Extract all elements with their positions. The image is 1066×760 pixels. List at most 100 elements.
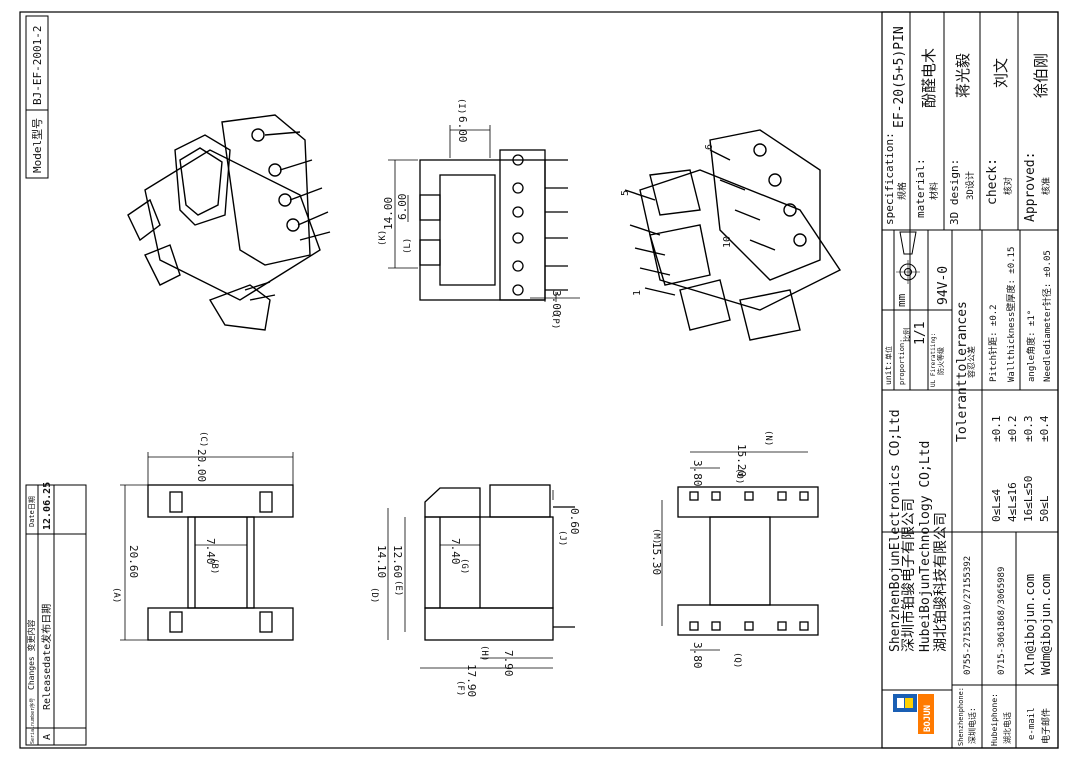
proportion-value: 1/1 bbox=[913, 322, 928, 345]
dim-N-value: 15.20 bbox=[735, 444, 748, 477]
pin-label-5: 5 bbox=[620, 190, 631, 196]
changes-row-content: Releasedate发布日期 bbox=[40, 604, 53, 710]
company-hb-cn: 湖北铂骏科技有限公司 bbox=[933, 512, 949, 652]
logo-text: BOJUN bbox=[923, 705, 933, 732]
tol-value-4: ±0.4 bbox=[1038, 415, 1051, 442]
dim-B-label: (B) bbox=[209, 558, 219, 574]
dim-E-label: (E) bbox=[393, 580, 403, 596]
changes-table: Serialnumber序号 Changes 变更内容 Date日期 A Rel… bbox=[25, 482, 87, 746]
dim-M-label: (M) bbox=[651, 528, 661, 544]
dim-A-label: (A) bbox=[111, 587, 121, 603]
pin-label-10: 10 bbox=[722, 236, 733, 248]
tolerances-cn: 容忍公差 bbox=[966, 346, 976, 378]
check-label: check: bbox=[985, 158, 1000, 205]
dim-F-label: (F) bbox=[455, 680, 465, 696]
side-view-dims bbox=[388, 125, 580, 302]
dim-H-value: 7.90 bbox=[502, 650, 515, 677]
side-view bbox=[419, 149, 568, 301]
check-value: 刘文 bbox=[992, 58, 1010, 88]
isometric-view-2 bbox=[624, 129, 842, 341]
proportion-cn: 比例 bbox=[902, 328, 911, 342]
email-label: e-mail bbox=[1027, 707, 1037, 740]
tol-needle: Needlediameter针径: ±0.05 bbox=[1041, 250, 1053, 382]
projection-symbol-icon bbox=[896, 231, 920, 284]
sz-phone-cn: 深圳电话: bbox=[967, 707, 977, 744]
hb-phone: 0715-3061868/3065989 bbox=[997, 567, 1007, 675]
unit-value: mm bbox=[895, 293, 908, 307]
dim-D-value: 14.10 bbox=[375, 545, 388, 578]
company-sz-cn: 深圳市铂骏电子有限公司 bbox=[900, 498, 917, 652]
dim-I-label: (I) bbox=[456, 98, 466, 114]
dim-Q-value: 3.80 bbox=[691, 642, 704, 669]
unit-label: unit: bbox=[884, 361, 893, 385]
dim-K-label: (K) bbox=[378, 230, 388, 246]
dim-P-value: 3.00 bbox=[550, 290, 563, 317]
sz-phone: 0755-27155110/27155392 bbox=[963, 556, 973, 675]
unit-cn: 单位 bbox=[884, 346, 893, 360]
approved-cn: 核准 bbox=[1040, 177, 1052, 195]
approved-value: 徐伯刚 bbox=[1032, 53, 1050, 98]
top-view bbox=[677, 486, 819, 636]
dim-J-label: (J) bbox=[557, 530, 567, 546]
dim-J-value: 0.60 bbox=[568, 508, 581, 535]
dim-N-label: (N) bbox=[763, 430, 773, 446]
changes-row-date: 12.06.25 bbox=[42, 482, 53, 530]
proportion-label: proportion: bbox=[898, 339, 906, 385]
tol-range-2: 4≤L≤16 bbox=[1006, 482, 1019, 522]
tol-pitch: Pitch针距: ±0.2 bbox=[987, 304, 999, 382]
fire-cn: 防火等级 bbox=[936, 347, 945, 375]
dim-C-label: (C) bbox=[198, 431, 208, 447]
spec-value: EF-20(5+5)PIN bbox=[892, 26, 907, 128]
dim-H-label: (H) bbox=[479, 645, 489, 661]
tol-range-1: 0≤L≤4 bbox=[990, 489, 1003, 522]
dim-O-label: (O) bbox=[734, 468, 744, 484]
design-label: 3D design: bbox=[948, 159, 961, 225]
email-cn: 电子邮件 bbox=[1040, 708, 1052, 744]
changes-col-content: Changes 变更内容 bbox=[26, 619, 36, 690]
bojun-logo: BOJUN bbox=[893, 694, 934, 734]
bottom-view-dims bbox=[120, 452, 294, 641]
dim-G-value: 7.40 bbox=[449, 538, 462, 565]
design-value: 蒋光毅 bbox=[954, 53, 972, 98]
company-hb-en: HubeiBojunTechnology CO;Ltd bbox=[918, 441, 933, 652]
tol-wall: Wallthickness壁厚度: ±0.15 bbox=[1005, 247, 1017, 382]
tol-range-4: 50≤L bbox=[1038, 495, 1051, 522]
dim-K-value: 14.00 bbox=[382, 197, 395, 230]
pin-label-1: 1 bbox=[632, 290, 643, 296]
material-value: 酚醛电木 bbox=[920, 48, 938, 108]
spec-cn: 规格 bbox=[896, 182, 908, 200]
dim-L-label: (L) bbox=[403, 238, 413, 254]
model-box: Model型号 BJ-EF-2001-2 bbox=[25, 15, 49, 179]
title-block: specification: 规格 EF-20(5+5)PIN material… bbox=[881, 11, 1059, 749]
changes-row-serial: A bbox=[42, 734, 53, 740]
dim-G-label: (G) bbox=[459, 558, 469, 574]
sz-phone-label: Shenzhenphone: bbox=[957, 687, 965, 746]
dim-F-value: 17.90 bbox=[465, 664, 478, 697]
dim-L-value: 6.00 bbox=[396, 194, 409, 221]
changes-col-date: Date日期 bbox=[28, 496, 36, 527]
design-cn: 3D设计 bbox=[964, 171, 976, 200]
email-2: Wdm@ibojun.com bbox=[1039, 574, 1053, 675]
material-label: material: bbox=[914, 158, 927, 218]
tol-range-3: 16≤L≤50 bbox=[1022, 476, 1035, 522]
spec-label: specification: bbox=[883, 132, 896, 225]
dim-A-value: 20.60 bbox=[127, 545, 140, 578]
pin-label-6: 6 bbox=[704, 144, 715, 150]
dim-C-value: 20.00 bbox=[195, 449, 208, 482]
fire-value: 94V-0 bbox=[936, 266, 951, 305]
hb-phone-cn: 湖北电话 bbox=[1002, 712, 1012, 744]
isometric-view-1 bbox=[127, 114, 331, 331]
front-view bbox=[424, 484, 575, 641]
model-value: BJ-EF-2001-2 bbox=[31, 26, 44, 105]
model-label: Model型号 bbox=[30, 118, 44, 173]
dim-I-value: 6.00 bbox=[456, 116, 469, 143]
dim-O-value: 3.80 bbox=[691, 460, 704, 487]
tol-value-2: ±0.2 bbox=[1006, 416, 1019, 443]
changes-col-serial: Serialnumber序号 bbox=[29, 698, 36, 744]
top-view-dims bbox=[661, 451, 808, 651]
dim-D-label: (D) bbox=[369, 587, 379, 603]
hb-phone-label: Hubeiphone: bbox=[990, 693, 999, 746]
tol-angle: angle角度: ±1° bbox=[1025, 310, 1037, 382]
dim-M-value: 15.30 bbox=[650, 542, 663, 575]
